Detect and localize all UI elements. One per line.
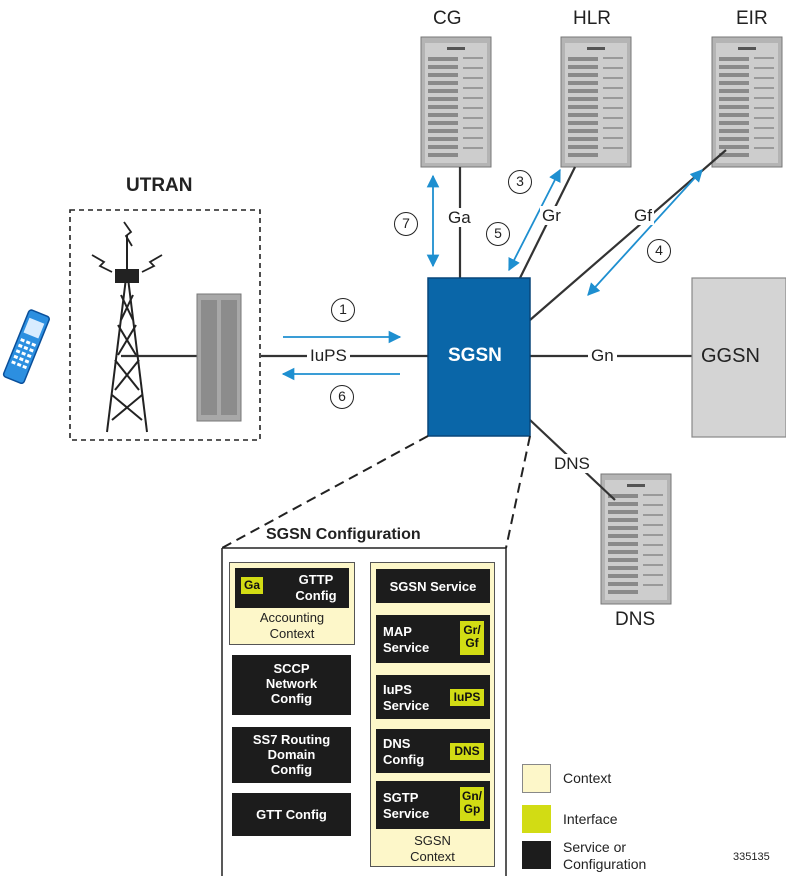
utran-boundary [69, 209, 261, 441]
ss7-line2: Domain [267, 747, 316, 762]
cg-server-icon [420, 36, 492, 168]
gr-interface-label: Gr [540, 206, 563, 225]
sgsn-ctx-line1: SGSN [414, 833, 451, 848]
legend-context-label: Context [563, 770, 612, 786]
ss7-line3: Config [270, 762, 313, 777]
dns-interface-label: DNS [552, 454, 592, 473]
ggsn-node [691, 277, 786, 438]
dns-tag: DNS [450, 743, 484, 760]
gf-interface-label: Gf [632, 206, 654, 225]
hlr-server-icon [560, 36, 632, 168]
gr-gf-tag: Gr/ Gf [460, 621, 484, 655]
radio-tower-icon [91, 221, 163, 433]
gn-gp-tag-line2: Gp [463, 802, 481, 816]
legend-service-line1: Service or [563, 839, 627, 855]
map-service-block: MAP Service Gr/ Gf [376, 615, 490, 663]
gn-gp-tag: Gn/ Gp [460, 787, 484, 821]
sccp-line2: Network [265, 676, 318, 691]
step-4: 4 [647, 239, 671, 263]
gttp-line2: Config [295, 588, 337, 603]
gn-gp-tag-line1: Gn/ [462, 789, 482, 803]
step-7: 7 [394, 212, 418, 236]
sgsn-ctx-line2: Context [410, 849, 455, 864]
ss7-line1: SS7 Routing [252, 732, 331, 747]
config-panel-border-right [222, 547, 507, 876]
gtt-config-label: GTT Config [256, 807, 327, 822]
ss7-routing-domain-config-block: SS7 Routing Domain Config [232, 727, 351, 783]
legend-service-line2: Configuration [563, 856, 647, 872]
figure-id: 335135 [733, 851, 770, 863]
dns-server-icon [600, 473, 672, 605]
step-6: 6 [330, 385, 354, 409]
iups-tag: IuPS [450, 689, 484, 706]
step-1: 1 [331, 298, 355, 322]
iups-interface-label: IuPS [307, 346, 350, 365]
gn-interface-label: Gn [588, 346, 617, 365]
dns-line2: Config [383, 752, 425, 767]
mobile-phone-icon [2, 309, 50, 385]
cg-label: CG [433, 8, 462, 29]
map-line2: Service [383, 640, 430, 655]
iups-line2: Service [383, 698, 430, 713]
legend-service-swatch [522, 841, 551, 869]
accounting-ctx-line2: Context [269, 626, 315, 641]
arrow-3-5 [508, 168, 561, 272]
ga-tag: Ga [241, 577, 263, 594]
rnc-equipment-icon [196, 293, 242, 422]
dns-line1: DNS [383, 736, 411, 751]
legend-interface-label: Interface [563, 811, 618, 827]
legend-interface-swatch [522, 805, 551, 833]
sgsn-service-label: SGSN Service [389, 578, 477, 594]
sccp-line1: SCCP [273, 661, 310, 676]
ga-interface-label: Ga [446, 208, 473, 227]
dns-server-label: DNS [615, 609, 656, 630]
eir-server-icon [711, 36, 783, 168]
step-5: 5 [486, 222, 510, 246]
arrow-4 [587, 169, 703, 296]
zoom-line-left [221, 435, 429, 549]
sgsn-node [427, 277, 531, 437]
sgtp-line2: Service [383, 806, 430, 821]
sgsn-service-block: SGSN Service [376, 569, 490, 603]
config-title: SGSN Configuration [262, 527, 425, 543]
legend-context-swatch [522, 764, 551, 793]
gttp-config-block: Ga GTTP Config [235, 568, 349, 608]
iups-line1: IuPS [383, 682, 412, 697]
zoom-line-right [505, 435, 531, 549]
gr-gf-tag-line1: Gr/ [463, 623, 481, 637]
iups-service-block: IuPS Service IuPS [376, 675, 490, 719]
sgsn-context: SGSN Service MAP Service Gr/ Gf IuPS Ser… [370, 562, 495, 867]
accounting-context: Ga GTTP Config Accounting Context [229, 562, 355, 645]
eir-label: EIR [736, 8, 768, 29]
sccp-line3: Config [270, 691, 313, 706]
sccp-network-config-block: SCCP Network Config [232, 655, 351, 715]
sgtp-service-block: SGTP Service Gn/ Gp [376, 781, 490, 829]
ggsn-label: GGSN [701, 345, 760, 367]
sgsn-label: SGSN [448, 345, 502, 366]
sgtp-line1: SGTP [383, 790, 419, 805]
utran-label: UTRAN [126, 175, 193, 196]
gr-gf-tag-line2: Gf [465, 636, 479, 650]
dns-config-block: DNS Config DNS [376, 729, 490, 773]
map-line1: MAP [383, 624, 412, 639]
hlr-label: HLR [573, 8, 612, 29]
gtt-config-block: GTT Config [232, 793, 351, 836]
step-3: 3 [508, 170, 532, 194]
accounting-ctx-line1: Accounting [259, 610, 325, 625]
gttp-line1: GTTP [298, 572, 334, 587]
